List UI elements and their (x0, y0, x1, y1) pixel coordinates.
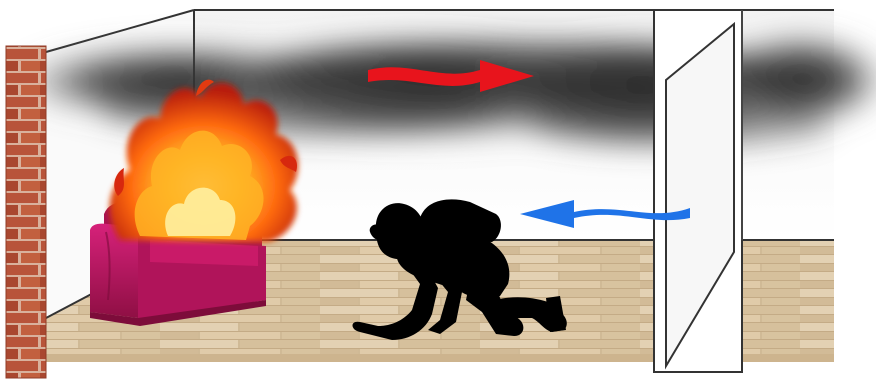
open-door (654, 10, 742, 372)
brick-column (6, 46, 46, 378)
